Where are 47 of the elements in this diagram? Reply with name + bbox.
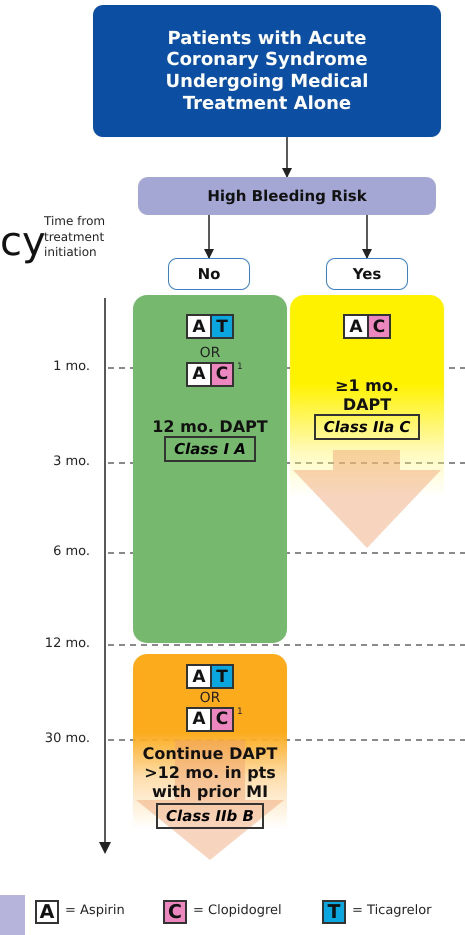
drug-letter-cell: A (188, 316, 210, 337)
title-box (93, 5, 441, 137)
arrow (282, 137, 292, 178)
drug-letter-cell: A (345, 316, 367, 337)
axis-title: Time from treatment initiation (44, 214, 106, 260)
time-tick-label: 3 mo. (52, 454, 90, 469)
branch-box (326, 258, 408, 290)
drug-letter-cell: T (210, 666, 232, 687)
or-text: OR (200, 345, 220, 362)
drug-letter-cell: A (188, 708, 210, 730)
drug-letter-cell: A (188, 364, 210, 385)
arrow (362, 215, 372, 259)
time-tick-label: 30 mo. (44, 731, 90, 746)
legend-text: = Clopidogrel (193, 903, 282, 918)
legend-swatch: A (35, 900, 59, 924)
legend-text: = Aspirin (65, 903, 125, 918)
drug-letter-cell: A (188, 666, 210, 687)
drug-letter-cell: C (210, 708, 232, 730)
arrow (204, 215, 214, 259)
recommendation-panel (133, 295, 287, 643)
class-label: Class IIb B (156, 803, 264, 830)
decision-text: High Bleeding Risk (207, 187, 367, 205)
legend-swatch: C (163, 900, 187, 924)
heading-fragment: cy (0, 222, 46, 262)
branch-text: No (198, 265, 220, 283)
drug-letter-cell: T (210, 316, 232, 337)
or-text: OR (200, 690, 220, 707)
legend-text: = Ticagrelor (352, 903, 432, 918)
footnote-mark: 1 (237, 706, 243, 717)
decision-box (138, 177, 436, 215)
drug-letter-cell: C (210, 364, 232, 385)
drug-letter-cell: C (367, 316, 389, 337)
class-label: Class IIa C (314, 414, 420, 440)
time-tick-label: 6 mo. (52, 544, 90, 559)
recommendation-text: ≥1 mo. DAPT (334, 376, 400, 414)
recommendation-panel (290, 295, 444, 548)
time-tick-label: 12 mo. (44, 636, 90, 651)
branch-box (168, 258, 250, 290)
recommendation-panel (133, 654, 287, 860)
legend-swatch: T (322, 900, 346, 924)
footnote-mark: 1 (237, 362, 243, 372)
recommendation-text: 12 mo. DAPT (152, 416, 268, 436)
time-tick-label: 1 mo. (52, 359, 90, 374)
recommendation-text: Continue DAPT >12 mo. in pts with prior MI (142, 744, 278, 802)
branch-text: Yes (352, 265, 382, 283)
title-text: Patients with Acute Coronary Syndrome Undergoing Medical Treatment Alone (164, 28, 370, 114)
class-label: Class I A (164, 436, 256, 462)
